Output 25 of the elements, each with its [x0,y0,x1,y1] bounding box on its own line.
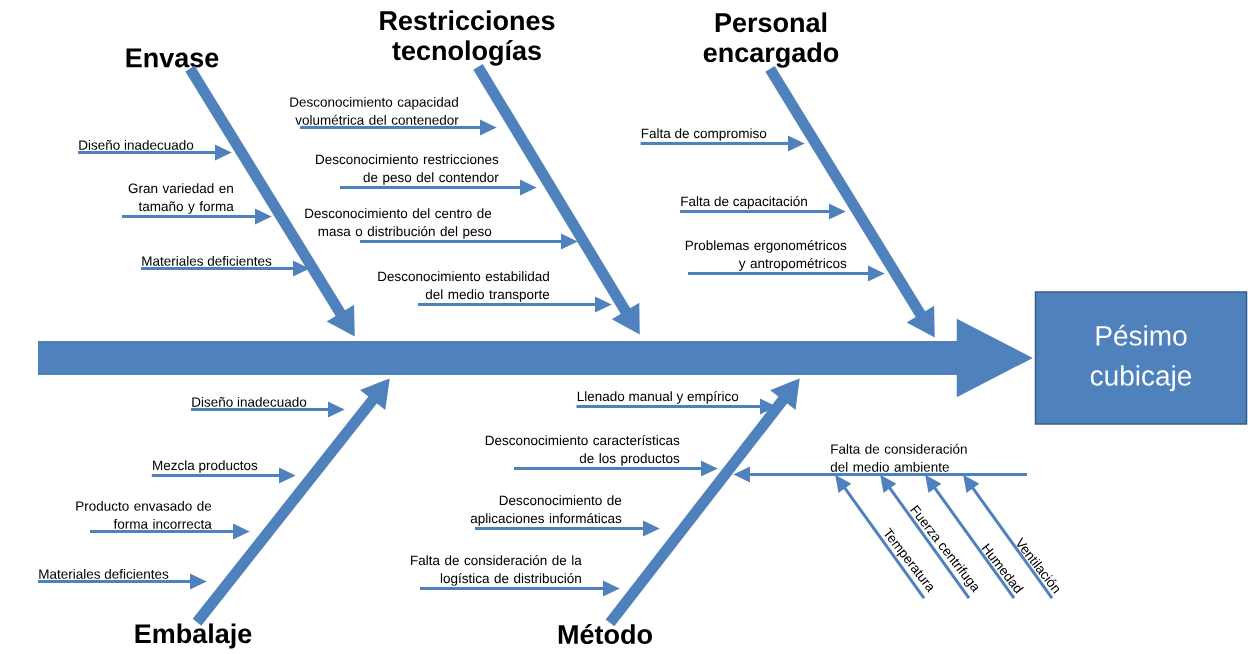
cause-label: Mezcla productos [153,460,258,473]
cause-label: Problemas ergonométricos y antropométricos [685,240,847,271]
cause-label: Materiales deficientes [39,568,169,579]
cause-label: Diseño inadecuado [79,139,194,150]
cause-label: Producto envasado de forma incorrecta [76,500,212,529]
cause-label: Gran variedad en tamaño y forma [128,183,234,214]
cause-label: Desconocimiento restricciones de peso del contendor [316,154,499,185]
cause-label: Desconocimiento características de los productos [485,435,680,466]
category-heading: Personal encargado [703,12,839,68]
category-heading: Envase [126,48,219,68]
category-heading: Método [558,623,652,645]
cause-label: Materiales deficientes [142,255,272,266]
category-heading: Restricciones tecnologías [380,10,555,66]
cause-label: Desconocimiento estabilidad del medio transporte [378,271,550,302]
cause-label: Falta de consideración de la logística de distribución [411,555,582,586]
cause-label: Falta de capacitación [681,196,807,209]
cause-label: Diseño inadecuado [192,396,307,407]
effect-box: Pésimo cubicaje [1034,291,1248,425]
cause-label: Desconocimiento de aplicaciones informáticas [470,495,622,526]
cause-label: Falta de consideración del medio ambiente [830,443,967,472]
cause-label: Desconocimiento capacidad volumétrica del contenedor [290,96,459,125]
cause-label: Falta de compromiso [641,128,767,141]
category-heading: Embalaje [135,623,252,649]
cause-label: Llenado manual y empírico [577,391,739,404]
cause-label: Desconocimiento del centro de masa o distribución del peso [305,208,492,239]
